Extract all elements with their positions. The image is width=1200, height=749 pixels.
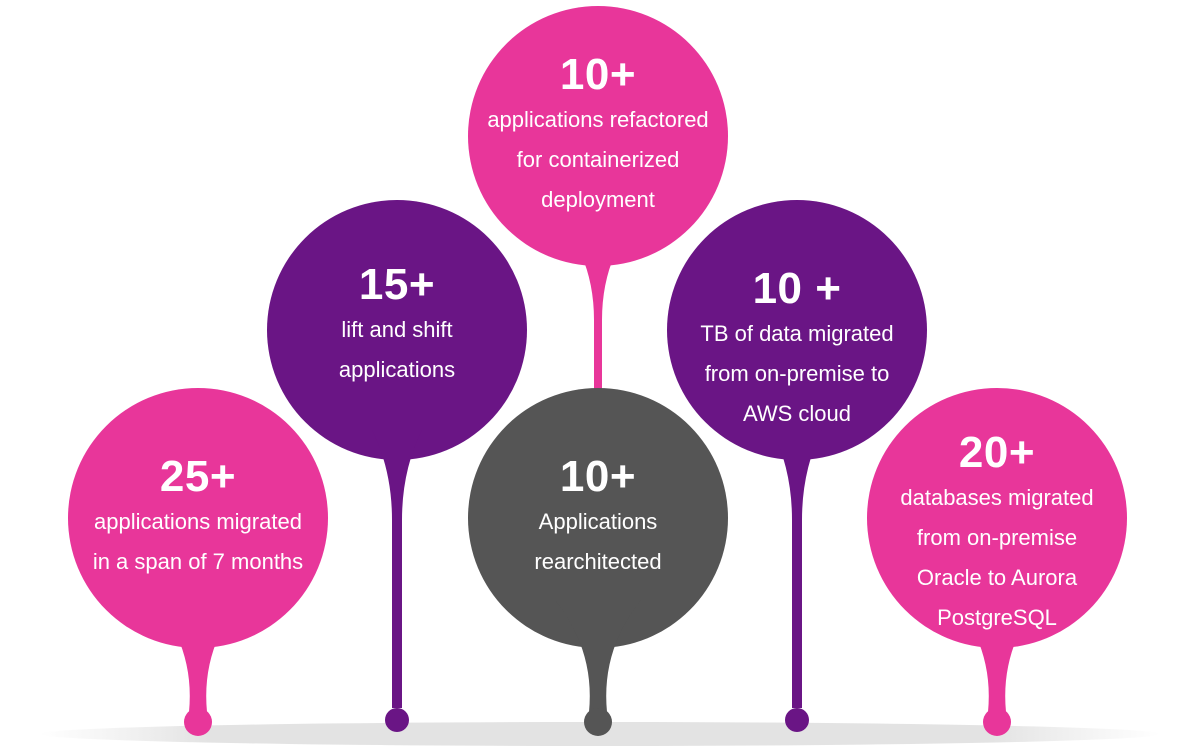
pin-lift-shift-line-1: lift and shift	[341, 317, 453, 342]
pin-rearchitected-line-2: rearchitected	[534, 549, 662, 574]
pin-databases-line-3: Oracle to Aurora	[916, 565, 1078, 590]
pin-databases	[867, 388, 1127, 736]
pin-lift-shift	[267, 200, 527, 732]
pin-databases-value: 20+	[958, 428, 1036, 477]
pin-migrated-line-1: applications migrated	[94, 509, 302, 534]
pin-lift-shift-line-2: applications	[338, 357, 456, 382]
pin-lift-shift-value: 15+	[358, 260, 436, 309]
pin-migrated-text: 25+ applications migrated in a span of 7…	[58, 452, 338, 582]
pin-data-migrated-value: 10 +	[752, 264, 842, 313]
pin-refactored-line-3: deployment	[541, 187, 655, 212]
pin-migrated	[68, 388, 328, 736]
pin-lift-shift-text: 15+ lift and shift applications	[257, 260, 537, 390]
pin-data-migrated-line-1: TB of data migrated	[700, 321, 894, 346]
pin-migrated-value: 25+	[159, 452, 237, 501]
pin-refactored-line-2: for containerized	[516, 147, 680, 172]
pin-data-migrated-line-2: from on-premise to	[704, 361, 890, 386]
pin-refactored-text: 10+ applications refactored for containe…	[458, 50, 738, 220]
pin-rearchitected-line-1: Applications	[538, 509, 658, 534]
pin-rearchitected-text: 10+ Applications rearchitected	[458, 452, 738, 582]
pin-migrated-line-2: in a span of 7 months	[92, 549, 304, 574]
pin-refactored-line-1: applications refactored	[487, 107, 709, 132]
pin-refactored	[468, 6, 728, 420]
pin-rearchitected-value: 10+	[559, 452, 637, 501]
pin-rearchitected	[468, 388, 728, 736]
pin-data-migrated	[667, 200, 927, 732]
pin-data-migrated-line-3: AWS cloud	[742, 401, 851, 426]
pin-databases-line-4: PostgreSQL	[937, 605, 1057, 630]
pin-data-migrated-text: 10 + TB of data migrated from on-premise…	[657, 264, 937, 434]
pin-refactored-value: 10+	[559, 50, 637, 99]
pin-databases-line-1: databases migrated	[900, 485, 1094, 510]
pin-databases-line-2: from on-premise	[916, 525, 1078, 550]
pin-databases-text: 20+ databases migrated from on-premise O…	[857, 428, 1137, 638]
